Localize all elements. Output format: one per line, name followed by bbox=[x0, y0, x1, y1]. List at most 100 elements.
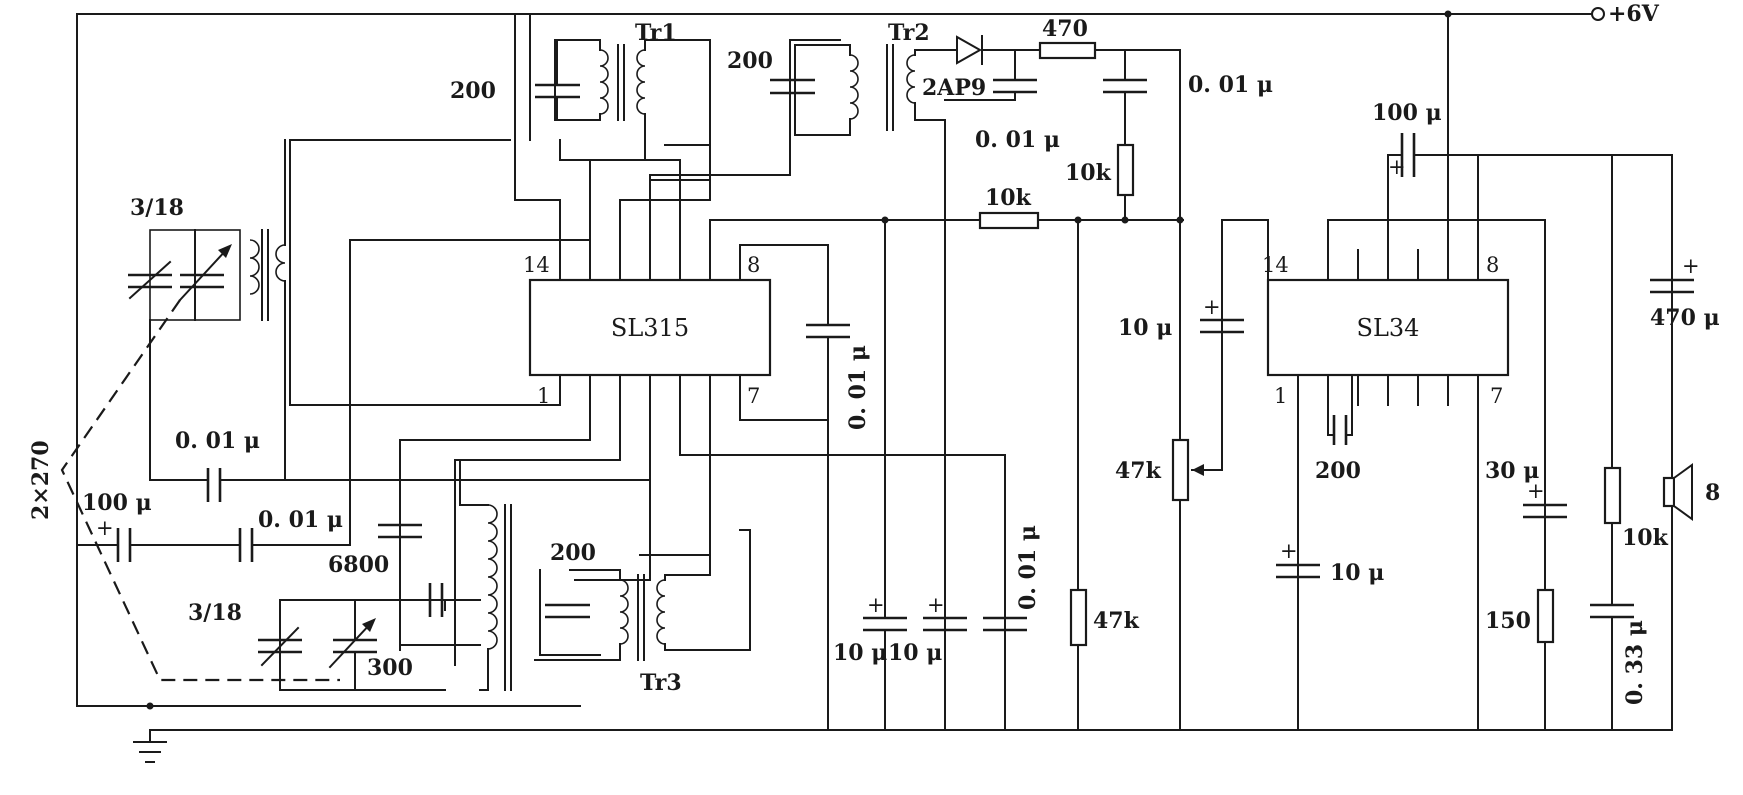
ground-rail bbox=[76, 13, 1673, 741]
tr3-cap-label: 200 bbox=[550, 540, 596, 566]
cap-6800-label: 6800 bbox=[328, 552, 389, 578]
potentiometer-47k bbox=[1171, 219, 1223, 731]
ground-symbol bbox=[133, 741, 167, 763]
cap-470u-label: 470 μ bbox=[1650, 305, 1720, 331]
cap-001-left-b bbox=[129, 479, 351, 562]
cap-001-bottom-label: 0. 01 μ bbox=[1015, 525, 1041, 610]
ic-sl315-pin7: 7 bbox=[747, 384, 760, 408]
resistor-150-label: 150 bbox=[1485, 608, 1531, 634]
tr2-cap-label: 200 bbox=[727, 48, 773, 74]
svg-text:+: + bbox=[96, 516, 114, 540]
cap-033u bbox=[1590, 603, 1634, 731]
svg-text:+: + bbox=[1682, 254, 1700, 278]
resistor-10k-vertical bbox=[1116, 143, 1135, 221]
cap-033u-label: 0. 33 μ bbox=[1622, 620, 1648, 705]
cap-30u: + bbox=[1523, 479, 1567, 519]
ic-sl34-label: SL34 bbox=[1357, 314, 1420, 342]
cap-001-left-b-label: 0. 01 μ bbox=[258, 507, 343, 533]
tr1-label: Tr1 bbox=[635, 20, 677, 46]
cap-001-under-diode bbox=[944, 49, 1037, 101]
resistor-10k-output bbox=[1603, 154, 1622, 606]
tr3-tank bbox=[534, 529, 751, 661]
ic-sl315-pin14: 14 bbox=[523, 253, 550, 277]
cap-001-bottom bbox=[679, 454, 1027, 731]
tr1-cap-label: 200 bbox=[450, 78, 496, 104]
supply-rail bbox=[76, 7, 1605, 21]
tr1-tank bbox=[529, 13, 711, 281]
tr2-tank bbox=[770, 44, 951, 731]
variable-cap-top-icon bbox=[178, 244, 232, 302]
cap-001-left-a bbox=[149, 319, 651, 502]
cap-470u: + bbox=[1650, 254, 1700, 294]
cap-6800 bbox=[378, 479, 481, 646]
cap-100u-sl34-label: 100 μ bbox=[1372, 100, 1442, 126]
potentiometer-47k-label: 47k bbox=[1115, 458, 1162, 484]
oscillator-coil bbox=[459, 459, 512, 691]
sl315-top-pin-wires bbox=[349, 13, 1184, 481]
tr3-label: Tr3 bbox=[640, 670, 682, 696]
svg-text:+: + bbox=[927, 593, 945, 617]
cap-10u-coupling: + bbox=[1200, 219, 1269, 334]
cap-001-top bbox=[1103, 49, 1147, 146]
svg-text:+: + bbox=[1280, 539, 1298, 563]
trimmer-bottom-label: 3/18 bbox=[188, 600, 242, 626]
ic-sl34-pin7: 7 bbox=[1490, 384, 1503, 408]
ic-sl315-label: SL315 bbox=[611, 314, 689, 342]
cap-10u-a: + bbox=[863, 219, 907, 731]
resistor-10k-horizontal-label: 10k bbox=[985, 185, 1032, 211]
supply-label: +6V bbox=[1608, 1, 1660, 27]
cap-001-left-a-label: 0. 01 μ bbox=[175, 428, 260, 454]
ic-sl315 bbox=[528, 278, 772, 377]
cap-300 bbox=[354, 583, 481, 617]
resistor-10k-vertical-label: 10k bbox=[1065, 160, 1112, 186]
gang-label: 2×270 bbox=[28, 440, 54, 520]
junction-dots bbox=[146, 10, 1452, 710]
resistor-470 bbox=[1038, 41, 1181, 221]
gang-dashed-link bbox=[60, 299, 340, 682]
cap-300-label: 300 bbox=[367, 655, 413, 681]
ic-sl34-pin14: 14 bbox=[1262, 253, 1289, 277]
cap-100u-sl34: + bbox=[1387, 133, 1673, 731]
cap-10u-sl34-label: 10 μ bbox=[1330, 560, 1384, 586]
svg-text:+: + bbox=[1203, 295, 1221, 319]
diode-label: 2AP9 bbox=[922, 75, 986, 101]
speaker-label: 8 bbox=[1705, 480, 1720, 506]
ic-sl315-pin8: 8 bbox=[747, 253, 760, 277]
ic-sl34-pin1: 1 bbox=[1274, 384, 1287, 408]
variable-cap-bottom-icon bbox=[328, 599, 377, 691]
cap-001-pin8 bbox=[769, 244, 850, 731]
resistor-10k-horizontal bbox=[827, 211, 1181, 230]
cap-200-sl34-label: 200 bbox=[1315, 458, 1361, 484]
speaker-icon bbox=[1662, 463, 1693, 521]
cap-200-sl34 bbox=[1327, 374, 1353, 445]
detector-diode bbox=[949, 35, 1041, 65]
cap-10u-b: + bbox=[923, 593, 967, 632]
cap-001-pin8-label: 0. 01 μ bbox=[845, 345, 871, 430]
resistor-10k-output-label: 10k bbox=[1622, 525, 1669, 551]
trimmer-cap-top-icon bbox=[128, 260, 172, 300]
svg-text:+: + bbox=[1527, 479, 1545, 503]
cap-100u-left-label: 100 μ bbox=[82, 490, 152, 516]
resistor-47k-fixed bbox=[1069, 219, 1088, 731]
cap-001-under-diode-label: 0. 01 μ bbox=[975, 127, 1060, 153]
cap-30u-label: 30 μ bbox=[1485, 458, 1539, 484]
ic-sl34-pin8: 8 bbox=[1486, 253, 1499, 277]
svg-text:+: + bbox=[867, 593, 885, 617]
cap-10u-coupling-label: 10 μ bbox=[1118, 315, 1172, 341]
svg-text:+: + bbox=[1388, 155, 1406, 179]
ic-sl315-pin1: 1 bbox=[537, 384, 550, 408]
cap-001-top-label: 0. 01 μ bbox=[1188, 72, 1273, 98]
tr2-label: Tr2 bbox=[888, 20, 930, 46]
trimmer-top-label: 3/18 bbox=[130, 195, 184, 221]
cap-10u-b-label: 10 μ bbox=[888, 640, 942, 666]
ic-sl34 bbox=[1266, 278, 1510, 377]
resistor-470-label: 470 bbox=[1042, 16, 1088, 42]
cap-10u-sl34: + bbox=[1276, 539, 1320, 579]
resistor-150 bbox=[1536, 588, 1555, 644]
sl315-bottom-pin-wires bbox=[289, 139, 1006, 666]
cap-100u-left: + bbox=[76, 516, 132, 562]
cap-10u-a-label: 10 μ bbox=[833, 640, 887, 666]
resistor-47k-fixed-label: 47k bbox=[1093, 608, 1140, 634]
sl34-pin-stubs bbox=[1297, 13, 1546, 731]
